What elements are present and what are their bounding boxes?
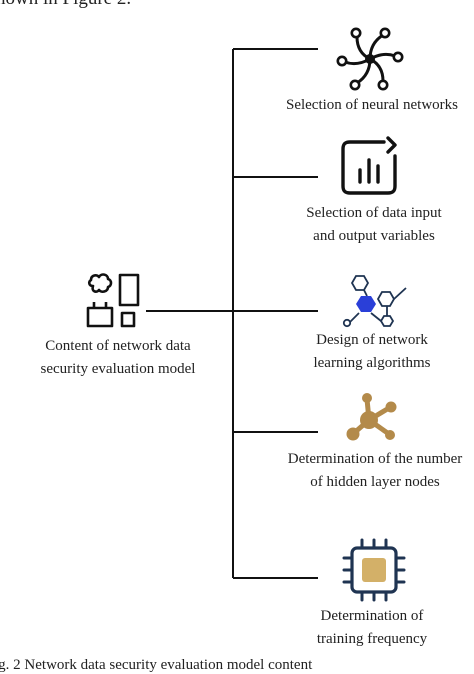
item-label-3-line2: learning algorithms <box>313 355 431 371</box>
item-label-1: Selection of neural networks <box>272 94 472 117</box>
molecule-hexagon-icon <box>342 275 407 328</box>
root-label-line2: security evaluation model <box>40 361 196 377</box>
item-label-2-line2: and output variables <box>313 228 435 244</box>
figure-caption-fragment: ig. 2 Network data security evaluation m… <box>0 657 313 673</box>
blue-hexagon <box>356 296 376 312</box>
item-label-5-line2: training frequency <box>316 631 428 647</box>
item-label-4: Determination of the number of hidden la… <box>270 448 474 494</box>
item-label-2: Selection of data input and output varia… <box>274 202 474 248</box>
item-label-1-line1: Selection of neural networks <box>285 97 459 113</box>
item-label-4-line1: Determination of the number <box>287 451 463 467</box>
node-graph-icon <box>346 393 397 441</box>
header-text-fragment: hown in Figure 2. <box>0 0 131 10</box>
item-label-2-line1: Selection of data input <box>306 205 442 221</box>
item-label-3-line1: Design of network <box>316 332 428 348</box>
root-label-line1: Content of network data <box>45 338 191 354</box>
item-label-5: Determination of training frequency <box>272 605 472 651</box>
shapes-icon <box>86 273 140 328</box>
item-label-4-line2: of hidden layer nodes <box>310 474 440 490</box>
item-label-5-line1: Determination of <box>320 608 424 624</box>
root-label: Content of network data security evaluat… <box>13 335 223 381</box>
neural-network-icon <box>336 27 404 91</box>
item-label-3: Design of network learning algorithms <box>272 329 472 375</box>
chip-icon <box>342 538 406 602</box>
bar-chart-icon <box>341 136 397 195</box>
